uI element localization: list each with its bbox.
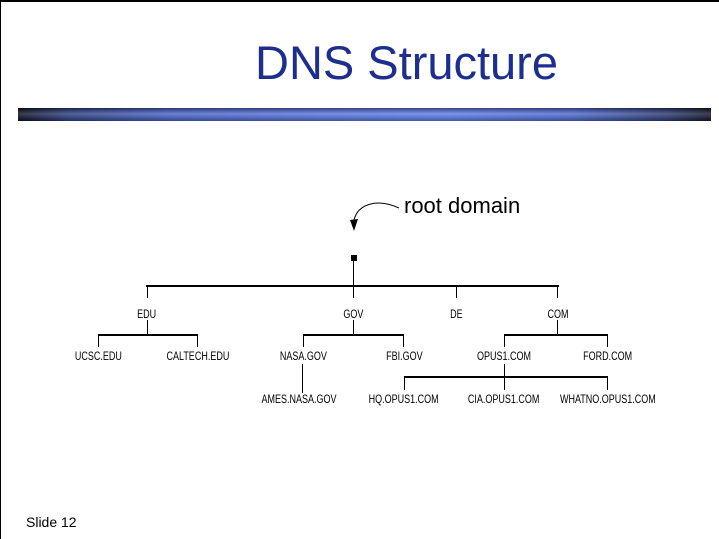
title-divider-banner [18, 108, 711, 121]
root-domain-label: root domain [404, 193, 521, 218]
tree-node-label: NASA.GOV [279, 349, 327, 363]
tree-node-label: FORD.COM [583, 349, 633, 363]
tree-node-label: CALTECH.EDU [166, 349, 230, 363]
slide-number: Slide 12 [26, 514, 77, 530]
tree-node-label: UCSC.EDU [74, 349, 122, 363]
tree-node-label: AMES.NASA.GOV [261, 392, 337, 406]
tree-node-label: WHATNO.OPUS1.COM [560, 392, 656, 406]
slide-title: DNS Structure [255, 36, 558, 89]
tree-node-label: GOV [343, 307, 364, 321]
tree-node-label: COM [547, 307, 569, 321]
root-node-icon [351, 255, 357, 261]
tree-node-label: EDU [137, 307, 157, 321]
tree-node-label: OPUS1.COM [477, 349, 532, 363]
tree-node-label: DE [449, 307, 463, 321]
tree-node-label: HQ.OPUS1.COM [368, 392, 440, 406]
tree-node-label: CIA.OPUS1.COM [468, 392, 540, 406]
tree-edges-thin [98, 261, 608, 393]
tree-node-label: FBI.GOV [385, 349, 423, 363]
tree-edges-thick [98, 285, 608, 378]
annotation-arrow [350, 202, 400, 231]
